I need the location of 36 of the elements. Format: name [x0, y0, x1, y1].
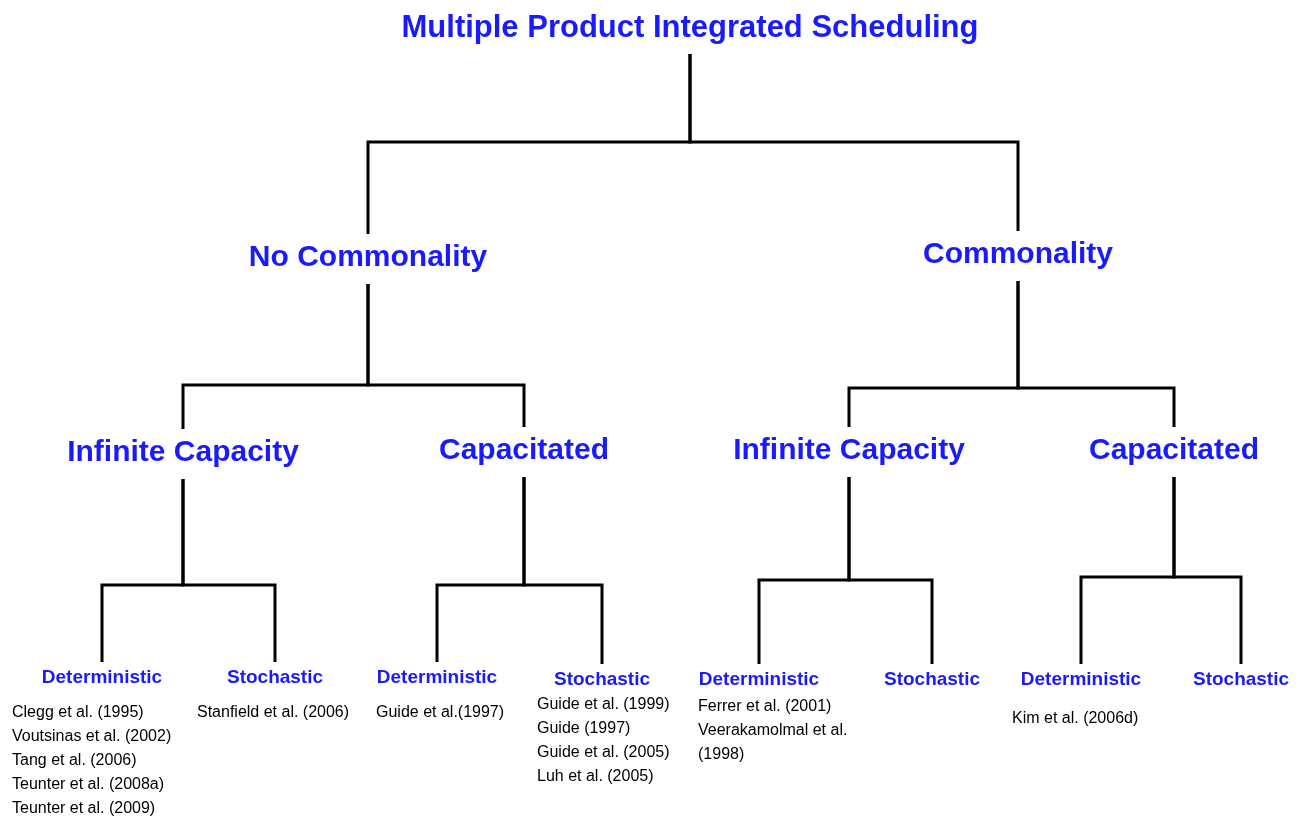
category-label: Infinite Capacity — [733, 431, 965, 467]
citation-text: Clegg et al. (1995) — [12, 702, 144, 722]
citation-text: Voutsinas et al. (2002) — [12, 726, 172, 746]
category-label: Deterministic — [698, 668, 820, 691]
category-label: Deterministic — [376, 666, 498, 689]
citation-text: Guide (1997) — [537, 718, 631, 738]
category-label: Commonality — [923, 235, 1113, 271]
connector-line — [1172, 477, 1243, 664]
citation-text: Guide et al.(1997) — [376, 702, 505, 722]
category-label: Capacitated — [438, 431, 610, 467]
category-label: No Commonality — [248, 238, 488, 274]
citation-text: Teunter et al. (2009) — [12, 798, 156, 818]
citation-text: Veerakamolmal et al. (1998) — [698, 720, 849, 764]
citation-text: Luh et al. (2005) — [537, 766, 654, 786]
citation-text: Tang et al. (2006) — [12, 750, 137, 770]
citation-text: Guide et al. (1999) — [537, 694, 670, 714]
category-label: Stochastic — [1192, 668, 1290, 691]
citation-text: Stanfield et al. (2006) — [197, 702, 350, 722]
connector-line — [366, 284, 526, 427]
connector-line — [1016, 281, 1176, 427]
connector-line — [181, 479, 277, 662]
connector-line — [847, 477, 934, 664]
category-label: Infinite Capacity — [67, 433, 299, 469]
category-label: Capacitated — [1088, 431, 1260, 467]
category-label: Stochastic — [553, 668, 651, 691]
citation-text: Teunter et al. (2008a) — [12, 774, 165, 794]
connector-line — [688, 54, 1020, 231]
citation-text: Ferrer et al. (2001) — [698, 696, 833, 716]
category-label: Deterministic — [1020, 668, 1142, 691]
category-label: Stochastic — [226, 666, 324, 689]
citation-text: Kim et al. (2006d) — [1012, 708, 1139, 728]
citation-text: Guide et al. (2005) — [537, 742, 670, 762]
category-label: Deterministic — [41, 666, 163, 689]
category-label: Multiple Product Integrated Scheduling — [401, 8, 979, 46]
connector-line — [522, 477, 604, 664]
category-label: Stochastic — [883, 668, 981, 691]
